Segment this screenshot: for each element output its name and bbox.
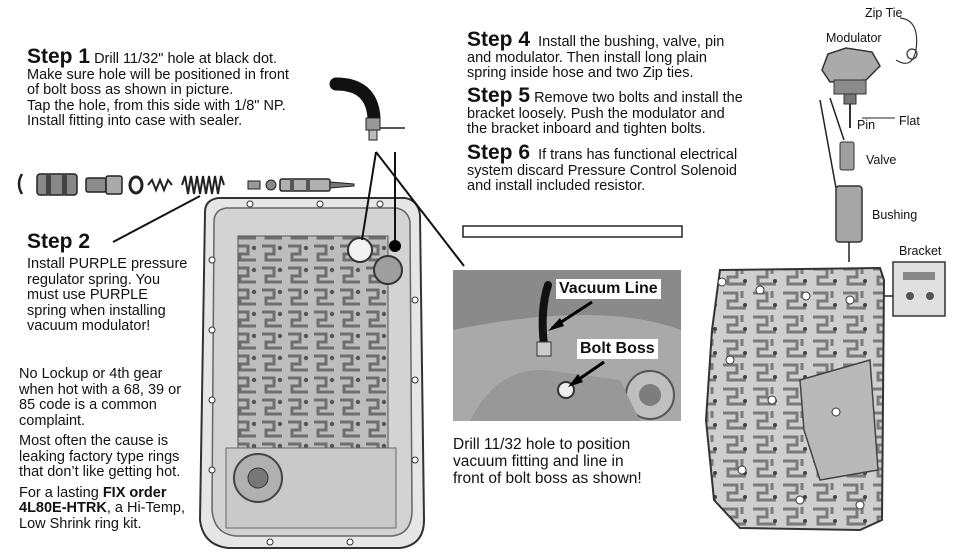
step5-block: Step 5 Remove two bolts and install the … <box>467 85 777 138</box>
zip-tie-label: Zip Tie <box>865 6 903 20</box>
pin-label: Pin <box>857 118 876 132</box>
notes-block: No Lockup or 4th gear when hot with a 68… <box>19 366 209 533</box>
vacuum-line-label: Vacuum Line <box>556 279 661 299</box>
step1-block: Step 1 Drill 11/32" hole at black dot. M… <box>27 46 357 130</box>
transmission-case-photo <box>198 197 426 549</box>
step6-first-line: If trans has functional electrical <box>538 147 738 163</box>
bracket-label: Bracket <box>899 244 942 258</box>
bolt-boss-label: Bolt Boss <box>577 339 658 359</box>
step4-first-line: Install the bushing, valve, pin <box>538 34 725 50</box>
step4-heading: Step 4 <box>467 28 531 51</box>
note-fix-prefix: For a lasting <box>19 484 103 501</box>
modulator-assembly <box>819 17 946 317</box>
leader-lines <box>112 151 465 267</box>
step6-block: Step 6 If trans has functional electrica… <box>467 142 777 195</box>
step6-text: system discard Pressure Control Solenoid… <box>467 162 737 194</box>
step6-heading: Step 6 <box>467 141 531 164</box>
note-fix-suffix: , a Hi-Temp, Low Shrink ring kit. <box>19 500 185 532</box>
note-common-complaint: No Lockup or 4th gear when hot with a 68… <box>19 366 182 429</box>
step2-block: Step 2 Install PURPLE pressure regulator… <box>27 230 217 335</box>
note-fix-order: For a lasting FIX order 4L80E-HTRK, a Hi… <box>19 484 209 533</box>
modulator-label: Modulator <box>826 31 882 45</box>
note-cause: Most often the cause is leaking factory … <box>19 433 181 480</box>
step2-text: Install PURPLE pressure regulator spring… <box>27 256 188 334</box>
step1-first-line: Drill 11/32" hole at black dot. <box>94 51 278 67</box>
valve-label: Valve <box>866 153 897 167</box>
step5-text: bracket loosely. Push the modulator and … <box>467 105 725 137</box>
step1-text: Make sure hole will be positioned in fro… <box>27 66 289 129</box>
note-kit-part-number: 4L80E-HTRK <box>19 500 107 516</box>
step4-text: and modulator. Then install long plain s… <box>467 49 707 81</box>
separator-bar <box>462 225 683 238</box>
step4-block: Step 4 Install the bushing, valve, pin a… <box>467 29 777 82</box>
step1-heading: Step 1 <box>27 45 91 68</box>
valve-body-photo <box>704 266 886 532</box>
note-fix-bold: FIX order <box>102 484 167 501</box>
pressure-regulator-parts <box>17 173 355 196</box>
step5-heading: Step 5 <box>467 84 531 107</box>
photo-caption: Drill 11/32 hole to position vacuum fitt… <box>453 436 642 487</box>
bushing-label: Bushing <box>872 208 918 222</box>
step5-first-line: Remove two bolts and install the <box>534 90 743 106</box>
step2-heading: Step 2 <box>27 230 91 253</box>
flat-label: Flat <box>899 114 920 128</box>
vacuum-hose-fitting <box>329 77 405 141</box>
